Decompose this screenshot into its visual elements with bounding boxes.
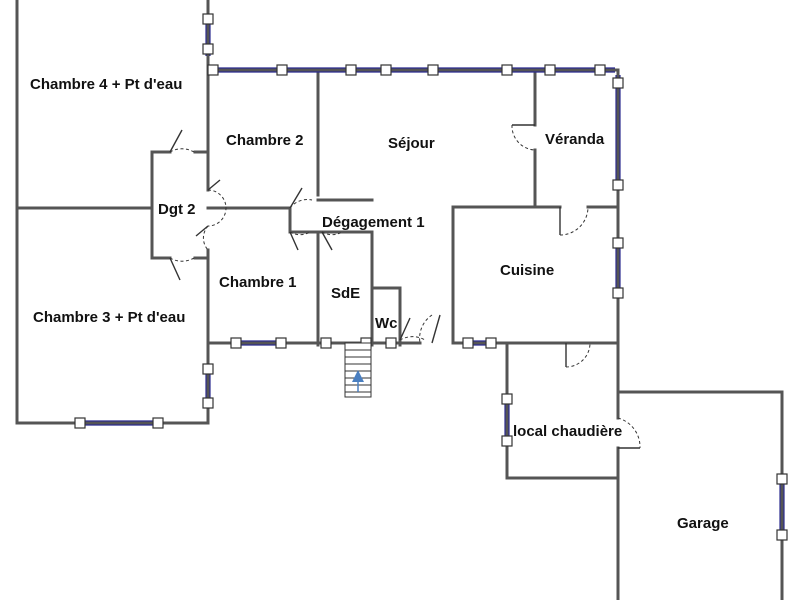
door-chambre2: [207, 179, 227, 227]
windows: [74, 13, 788, 541]
wall-west-bedrooms: [15, 0, 210, 425]
label-wc: Wc: [375, 315, 398, 332]
door-chaudiere: [565, 342, 591, 368]
label-dgt2: Dgt 2: [158, 201, 196, 218]
door-garage: [617, 417, 641, 449]
wall-garage: [616, 390, 784, 600]
door-wc: [399, 317, 426, 341]
label-sejour: Séjour: [388, 135, 435, 152]
label-garage: Garage: [677, 515, 729, 532]
door-degagement-chambre2: [289, 187, 313, 209]
stair-arrow-icon: [352, 370, 364, 382]
window-garage-east: [776, 473, 788, 541]
label-cuisine: Cuisine: [500, 262, 554, 279]
door-degagement-chambre1: [289, 231, 311, 251]
wall-dgt2: [150, 150, 172, 210]
door-veranda: [511, 124, 536, 151]
doors: [169, 124, 641, 449]
label-veranda: Véranda: [545, 131, 605, 148]
stairs: [344, 342, 372, 398]
window-chaudiere-west: [501, 393, 513, 447]
room-labels: Chambre 4 + Pt d'eau Chambre 3 + Pt d'ea…: [30, 76, 729, 532]
window-kitchen-south: [462, 337, 497, 349]
door-kitchen-veranda: [559, 206, 589, 236]
window-kitchen-east: [612, 237, 624, 299]
window-chambre4-east: [202, 13, 214, 56]
label-chambre3: Chambre 3 + Pt d'eau: [33, 309, 185, 326]
window-chambre3-south: [74, 417, 164, 429]
window-veranda-east: [612, 75, 624, 191]
window-chambre3-east: [202, 363, 214, 409]
label-degagement1: Dégagement 1: [322, 214, 425, 231]
door-entry: [419, 314, 441, 344]
door-sde: [321, 231, 343, 251]
window-chambre1-south: [230, 337, 287, 349]
wall-chaudiere: [505, 341, 620, 480]
wall-wc: [370, 286, 402, 347]
door-chambre1: [195, 225, 209, 251]
wall-dgt2-bottom: [150, 206, 172, 260]
door-chambre4: [169, 129, 195, 153]
label-sde: SdE: [331, 285, 360, 302]
label-chambre4: Chambre 4 + Pt d'eau: [30, 76, 182, 93]
window-north: [207, 64, 615, 76]
label-chambre2: Chambre 2: [226, 132, 304, 149]
label-local-chaudiere: local chaudière: [513, 423, 622, 440]
door-chambre3: [169, 257, 195, 281]
label-chambre1: Chambre 1: [219, 274, 297, 291]
